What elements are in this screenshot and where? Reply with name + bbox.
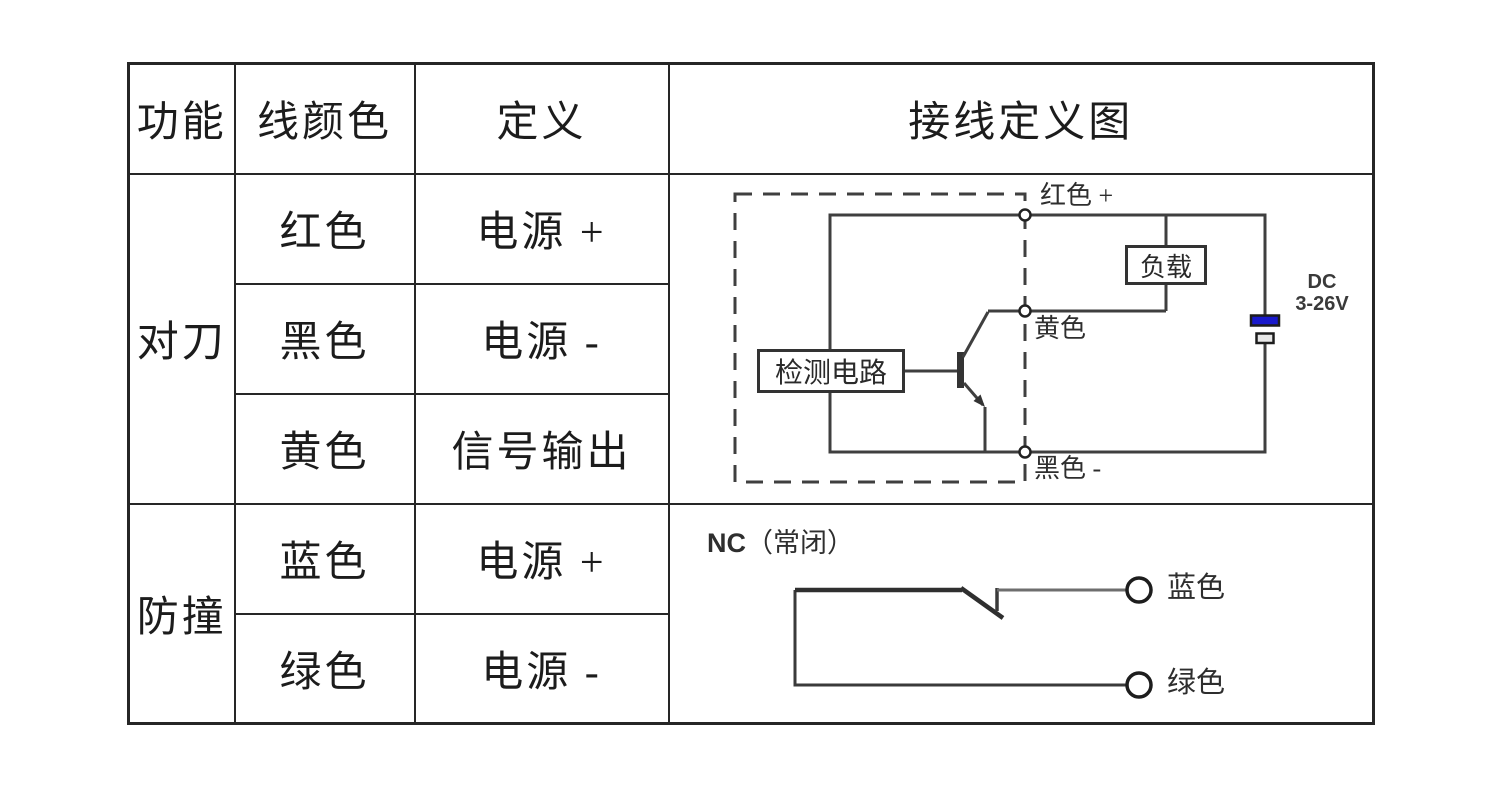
- definition-cell-black: 电源 -: [413, 282, 670, 395]
- header-definition: 定义: [413, 62, 670, 175]
- definition-cell-red: 电源 +: [413, 172, 670, 285]
- color-cell-yellow: 黄色: [233, 392, 416, 505]
- table-row-yellow: 黄色 信号输出: [129, 392, 1374, 505]
- nc-switch-title: NC（常闭）: [707, 528, 854, 559]
- label-red-wire: 红色 +: [1040, 181, 1114, 210]
- header-row: 功能 线颜色 定义 接线定义图: [127, 62, 1375, 175]
- header-wiring-diagram: 接线定义图: [667, 62, 1375, 175]
- header-wire-color: 线颜色: [233, 62, 416, 175]
- color-cell-red: 红色: [233, 172, 416, 285]
- wiring-table: 功能 线颜色 定义 接线定义图 对刀 红色 电源 + 黑色 电源 - 黄色 信号…: [127, 62, 1375, 725]
- wiring-diagram-cell-top: [667, 172, 1375, 505]
- label-blue-wire: 蓝色: [1167, 572, 1226, 604]
- color-cell-green: 绿色: [233, 612, 416, 725]
- dc-voltage-label: DC 3-26V: [1283, 271, 1361, 315]
- label-green-wire: 绿色: [1167, 667, 1226, 699]
- function-cell-anti-collision: 防撞: [127, 502, 236, 725]
- function-cell-tool-setting: 对刀: [127, 172, 236, 505]
- label-yellow-wire: 黄色: [1034, 314, 1087, 343]
- detection-circuit-box: 检测电路: [757, 349, 905, 393]
- definition-cell-blue: 电源 +: [413, 502, 670, 615]
- color-cell-blue: 蓝色: [233, 502, 416, 615]
- nc-title-cn: （常闭）: [746, 528, 854, 558]
- definition-cell-yellow: 信号输出: [413, 392, 670, 505]
- label-black-wire: 黑色 -: [1034, 454, 1102, 483]
- dc-voltage-line1: DC: [1307, 271, 1337, 293]
- table-row-blue: 防撞 蓝色 电源 +: [127, 502, 1375, 725]
- dc-voltage-line2: 3-26V: [1295, 293, 1349, 315]
- table-row-green: 绿色 电源 -: [129, 612, 1374, 725]
- table-row-black: 黑色 电源 -: [129, 282, 1374, 395]
- nc-title-en: NC: [707, 528, 746, 558]
- definition-cell-green: 电源 -: [413, 612, 670, 725]
- header-function: 功能: [127, 62, 236, 175]
- load-box: 负载: [1125, 245, 1207, 285]
- color-cell-black: 黑色: [233, 282, 416, 395]
